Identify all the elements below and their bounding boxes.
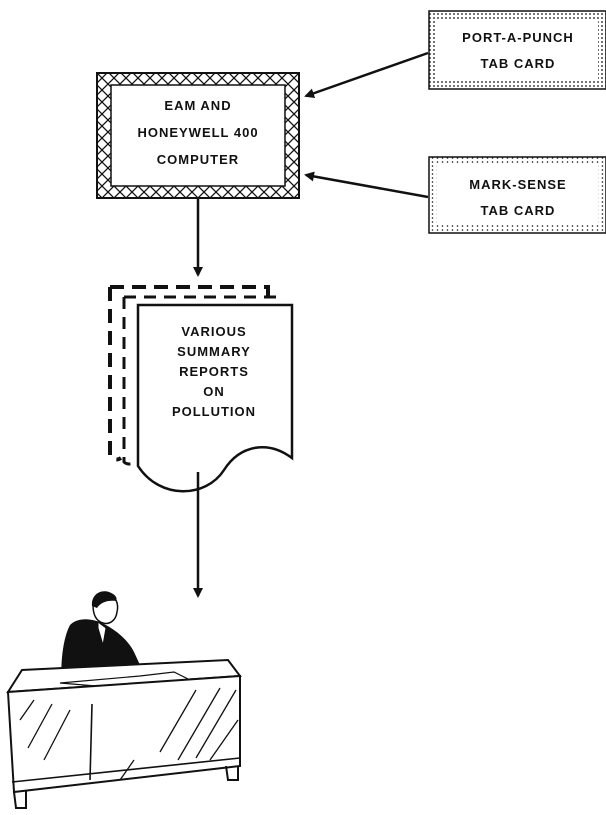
computer-label-line1: EAM AND [164,98,231,113]
report-label-line1: VARIOUS [181,324,246,339]
port-a-punch-label-line2: TAB CARD [481,56,556,71]
port-a-punch-label-line1: PORT-A-PUNCH [462,30,574,45]
reports-document: VARIOUS SUMMARY REPORTS ON POLLUTION [110,287,292,491]
computer-label-line3: COMPUTER [157,152,239,167]
computer-label-line2: HONEYWELL 400 [137,125,258,140]
mark-sense-label-line1: MARK-SENSE [469,177,566,192]
report-label-line4: ON [203,384,225,399]
arrow-mark-sense-to-computer [306,175,428,197]
report-label-line2: SUMMARY [177,344,251,359]
mark-sense-label-line2: TAB CARD [481,203,556,218]
port-a-punch-card: PORT-A-PUNCH TAB CARD [429,11,606,89]
arrow-port-a-punch-to-computer [306,53,428,96]
computer-box: EAM AND HONEYWELL 400 COMPUTER [97,73,299,198]
report-label-line3: REPORTS [179,364,249,379]
mark-sense-card: MARK-SENSE TAB CARD [429,157,606,233]
report-label-line5: POLLUTION [172,404,256,419]
man-at-desk-icon [8,591,240,808]
